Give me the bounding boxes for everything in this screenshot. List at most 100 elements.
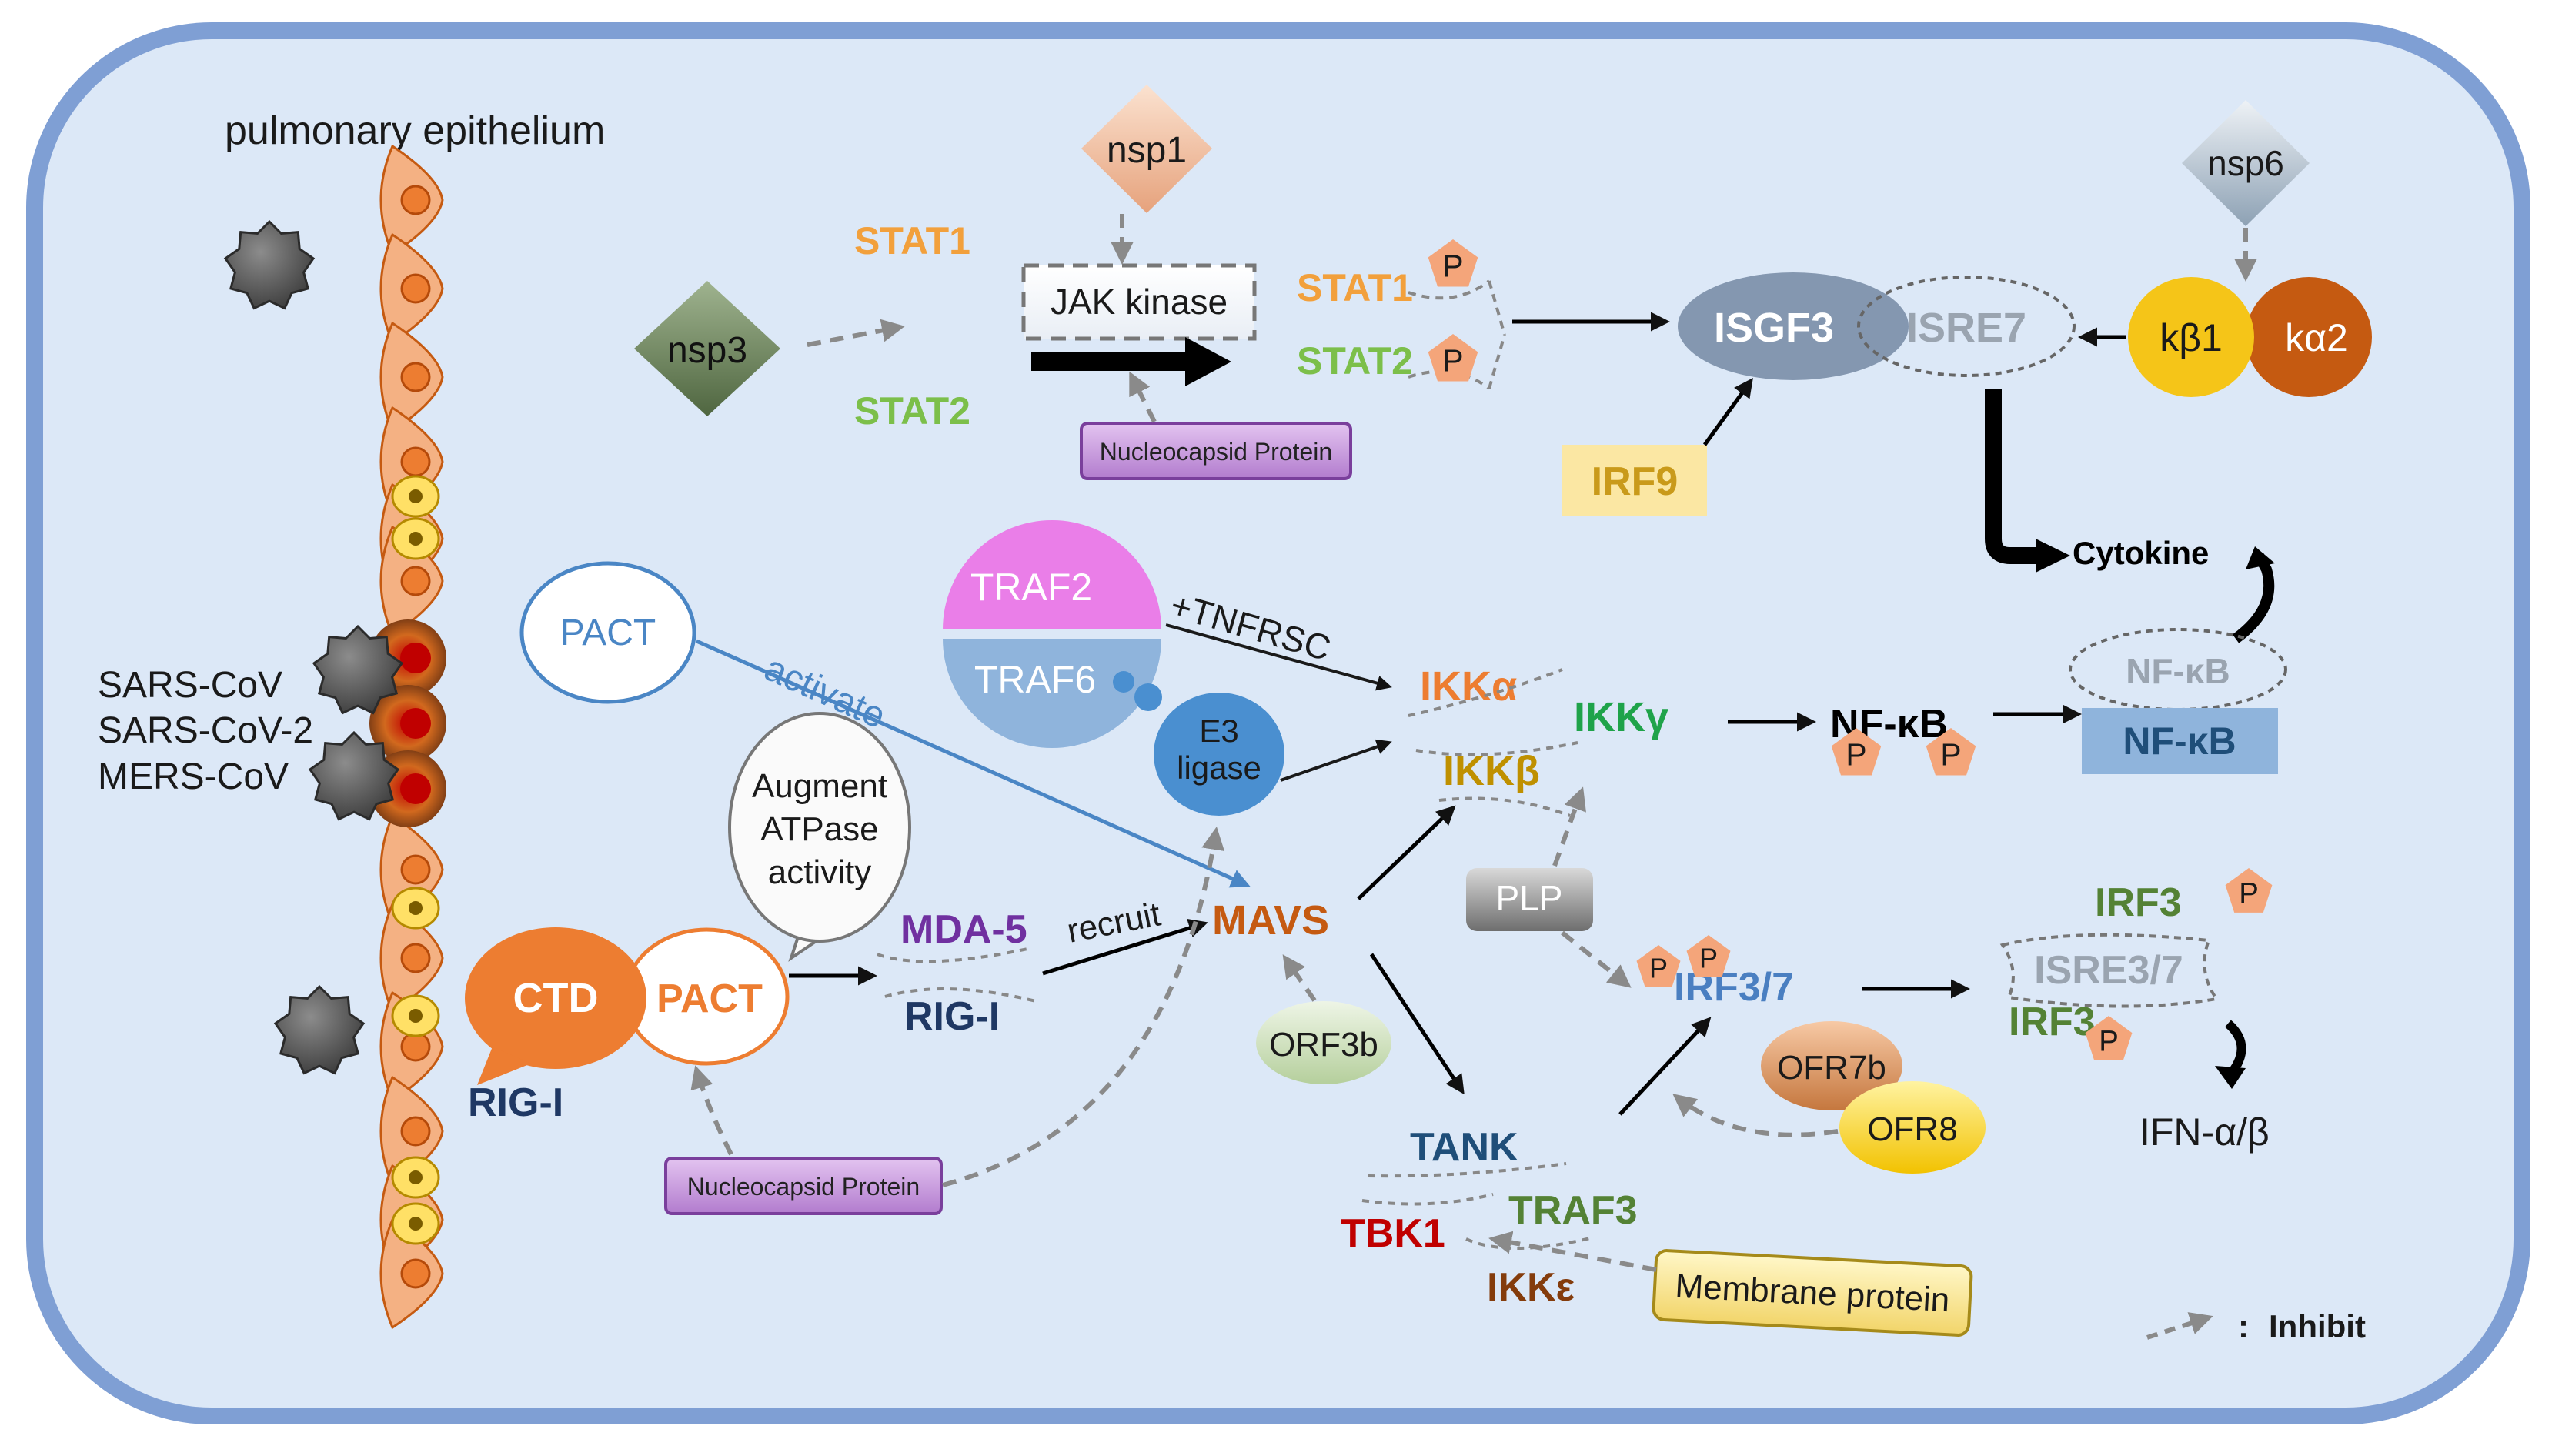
plp-label: PLP: [1496, 878, 1563, 918]
nfkb-to-cytokine-arrow: [2232, 553, 2275, 643]
ikkg-label: IKKγ: [1574, 694, 1668, 740]
mda5-label: MDA-5: [900, 907, 1027, 952]
infected-cell: [369, 685, 446, 762]
orf3b-label: ORF3b: [1269, 1026, 1378, 1064]
virion: [312, 624, 404, 715]
irf3-bottom-label: IRF3: [2009, 1000, 2096, 1044]
cell-nucleus: [400, 943, 431, 973]
nfkb-box-label: NF-κB: [2123, 720, 2236, 763]
goblet-cell: [391, 887, 440, 930]
stat2-label: STAT2: [854, 389, 970, 432]
ofr8-ellipse: OFR8: [1839, 1081, 1986, 1174]
ikka-label: IKKα: [1420, 663, 1517, 710]
traf2-label: TRAF2: [970, 566, 1092, 609]
cell-nucleus: [400, 1116, 431, 1147]
cytokine-label: Cytokine: [2073, 535, 2209, 571]
virus-label-mers-cov: MERS-CoV: [98, 756, 289, 797]
svg-text:P: P: [1649, 953, 1668, 984]
mda5-to-mavs-arrow: [1042, 918, 1208, 976]
isgf3-complex: ISGF3: [1678, 272, 1909, 380]
goblet-cell: [391, 1202, 440, 1245]
irf9-box: IRF9: [1562, 445, 1707, 516]
virions: [223, 219, 404, 1075]
membrane-protein-box: Membrane protein: [1652, 1249, 1973, 1337]
isre37-label: ISRE3/7: [2034, 948, 2183, 993]
ofr7b-label: OFR7b: [1777, 1049, 1886, 1087]
inhibit-arrows: [690, 214, 2257, 1272]
virion: [273, 984, 366, 1075]
phosphate-p: P: [1686, 935, 1731, 977]
nucleocapsid-top-label: Nucleocapsid Protein: [1100, 438, 1332, 466]
ctd-pact-complex: CTD PACT: [465, 927, 790, 1085]
goblet-cell: [391, 994, 440, 1037]
cell-nucleus: [400, 566, 431, 596]
cell-nucleus: [400, 273, 431, 304]
ifn-arrowhead: [2215, 1066, 2246, 1089]
svg-text:P: P: [1442, 342, 1463, 378]
phosphate-p: P: [1831, 728, 1882, 776]
cell-nucleus: [400, 446, 431, 477]
goblet-cell: [391, 1156, 440, 1199]
kb1-label: kβ1: [2160, 316, 2223, 359]
orf3b-ellipse: ORF3b: [1256, 1001, 1391, 1084]
svg-text:P: P: [1699, 943, 1718, 974]
goblet-cell: [391, 475, 440, 518]
tank-complex-outline: [1361, 1162, 1594, 1250]
tank-to-irf37-arrow: [1618, 1017, 1712, 1116]
stat1-label: STAT1: [854, 219, 970, 262]
augment-line2: ATPase: [760, 810, 878, 848]
irf9-label: IRF9: [1592, 459, 1679, 504]
legend-inhibit-label: Inhibit: [2269, 1308, 2366, 1344]
isre37-element: ISRE3/7: [1999, 933, 2220, 1008]
svg-text:P: P: [2099, 1024, 2119, 1057]
svg-text:P: P: [1442, 248, 1463, 283]
nsp3-diamond: nsp3: [634, 281, 780, 416]
isre7-label: ISRE7: [1906, 305, 2026, 351]
epithelial-cell: [379, 144, 444, 256]
stat1-phospho-label: STAT1: [1297, 266, 1413, 309]
pact-top-circle: PACT: [519, 561, 696, 704]
epithelial-cell: [379, 525, 444, 637]
ofr7b-ellipse: OFR7b: [1761, 1021, 1902, 1110]
traf2-traf6-complex: TRAF2 TRAF6: [943, 520, 1162, 748]
pact-ctd-label: PACT: [656, 977, 763, 1021]
rig-i-mid-label: RIG-I: [904, 994, 1000, 1039]
legend: : Inhibit: [2146, 1308, 2366, 1344]
ikk-complex-outline: [1408, 668, 1578, 817]
irf3-top-label: IRF3: [2095, 880, 2182, 925]
traf2-to-ikk-arrow: [1165, 623, 1392, 691]
nfkb-box: NF-κB: [2082, 708, 2278, 774]
cytokine-arrowhead: [2036, 539, 2070, 573]
augment-line3: activity: [768, 853, 871, 891]
e3-label-line2: ligase: [1177, 750, 1261, 786]
phosphate-p: P: [1428, 334, 1478, 382]
irf9-to-isgf3-arrow: [1702, 377, 1753, 446]
goblet-cell: [391, 517, 440, 560]
phosphate-p: P: [1636, 945, 1681, 987]
augment-bubble: Augment ATPase activity: [728, 712, 911, 962]
nsp1-diamond: nsp1: [1081, 85, 1212, 213]
ka2-label: kα2: [2285, 316, 2348, 359]
cell-nucleus: [400, 185, 431, 215]
ifn-label: IFN-α/β: [2139, 1110, 2270, 1154]
augment-line1: Augment: [752, 767, 887, 805]
traf6-label: TRAF6: [974, 658, 1096, 701]
phosphate-p: P: [2225, 868, 2273, 913]
pact-activate-arrow: [695, 639, 1251, 888]
nsp1-label: nsp1: [1107, 130, 1187, 171]
stat2-phospho-label: STAT2: [1297, 339, 1413, 382]
virus-label-sars-cov: SARS-CoV: [98, 665, 282, 706]
virus-label-sars-cov-2: SARS-CoV-2: [98, 710, 313, 751]
jak-kinase-box: JAK kinase: [1021, 263, 1257, 341]
jak-kinase-label: JAK kinase: [1051, 282, 1228, 322]
phosphate-p: P: [2085, 1016, 2133, 1060]
cytokine-upper-arrowhead: [2246, 546, 2275, 569]
phosphate-p: P: [1428, 239, 1478, 287]
nucleocapsid-protein-bottom: Nucleocapsid Protein: [664, 1157, 943, 1215]
virion: [223, 219, 316, 310]
epithelium-column: [369, 144, 446, 1330]
mavs-to-ikk-arrow: [1357, 805, 1456, 900]
legend-colon: :: [2238, 1308, 2249, 1344]
